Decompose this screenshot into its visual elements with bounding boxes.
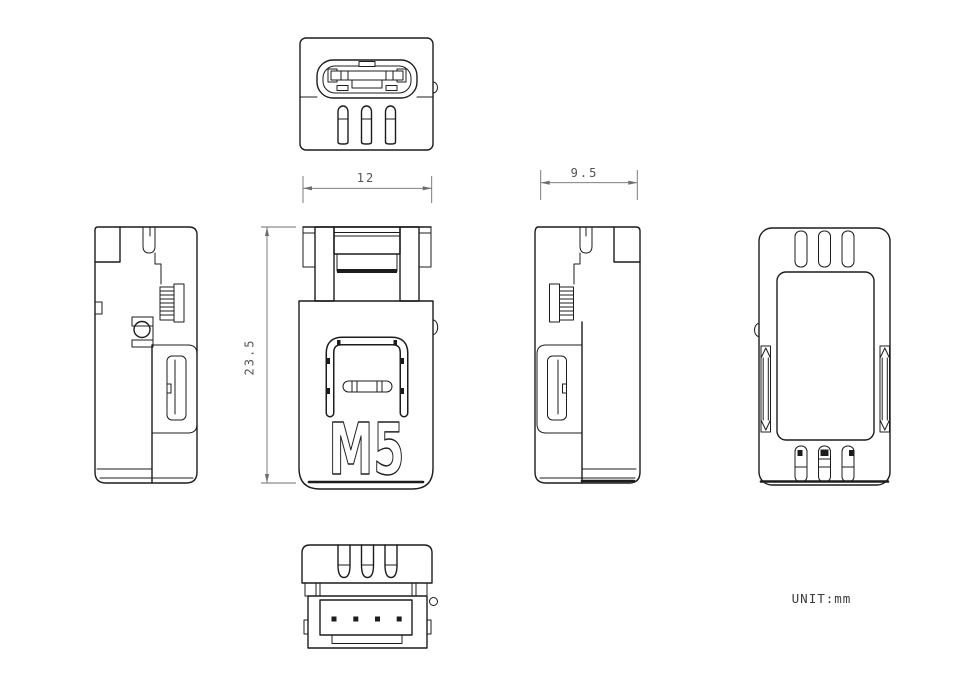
- dimension-width: 12: [302, 171, 433, 203]
- bottom-right-tab: [411, 582, 428, 597]
- left-rail-panel: [151, 344, 198, 434]
- arrow-bottom: [264, 474, 270, 483]
- top-view-body: [299, 37, 434, 151]
- right-view-top-slot: [579, 226, 593, 254]
- front-side-bump: [432, 319, 439, 335]
- grove-pin: [375, 616, 380, 622]
- usbc-side-profile-right: [549, 283, 574, 323]
- grove-connector: [303, 595, 432, 649]
- arrow-right: [628, 180, 638, 185]
- usbc-side-profile: [159, 283, 185, 323]
- left-side-view: [94, 226, 198, 484]
- front-body-outline: [298, 300, 434, 490]
- right-rail-panel: [536, 344, 583, 434]
- arrow-left: [303, 186, 312, 191]
- left-side-slot: [166, 355, 187, 421]
- back-right-rail: [879, 345, 890, 433]
- right-side-view: [534, 226, 641, 484]
- dimension-depth-label: 9.5: [571, 166, 599, 180]
- usbc-front: [333, 226, 401, 273]
- front-view: M5: [298, 226, 439, 492]
- front-right-block: [399, 226, 420, 302]
- usbc-top-tab: [358, 61, 376, 67]
- arrow-right: [422, 186, 432, 191]
- front-button-surround: [325, 336, 409, 418]
- unit-note: UNIT:mm: [792, 591, 852, 606]
- dimension-depth: 9.5: [540, 166, 638, 200]
- usbc-port-outer: [316, 59, 418, 99]
- top-view-side-bump: [432, 81, 438, 94]
- grove-pin: [396, 616, 402, 622]
- right-side-slot: [547, 355, 567, 421]
- back-bottom-slots: [794, 445, 855, 483]
- back-top-slots: [794, 230, 855, 268]
- bottom-view: [301, 544, 438, 649]
- back-panel: [776, 271, 875, 441]
- bottom-left-tab: [304, 582, 321, 597]
- arrow-left: [540, 180, 550, 185]
- back-side-bump: [754, 323, 760, 337]
- bottom-side-bump: [429, 597, 438, 606]
- side-button: [131, 316, 154, 348]
- arrow-top: [264, 227, 270, 236]
- top-view: [299, 37, 438, 151]
- dimension-width-label: 12: [357, 171, 375, 185]
- top-view-pins: [337, 105, 397, 145]
- front-led-pill: [342, 380, 393, 393]
- back-view: [754, 227, 891, 486]
- back-left-rail: [760, 345, 771, 433]
- usbc-tongue: [327, 68, 407, 91]
- left-view-top-slot: [142, 226, 156, 254]
- right-view-outline: [534, 226, 641, 484]
- bottom-view-pins: [337, 544, 398, 579]
- left-edge-notch: [94, 301, 103, 315]
- side-button-circle: [133, 320, 151, 339]
- left-view-outline: [94, 226, 198, 484]
- bottom-view-body: [301, 544, 433, 584]
- dimension-height: 23.5: [243, 226, 296, 484]
- grove-pin: [331, 616, 337, 622]
- dimension-height-label: 23.5: [243, 339, 257, 376]
- m5-logo: M5: [329, 408, 405, 491]
- grove-pin: [353, 616, 359, 622]
- front-left-block: [314, 226, 335, 302]
